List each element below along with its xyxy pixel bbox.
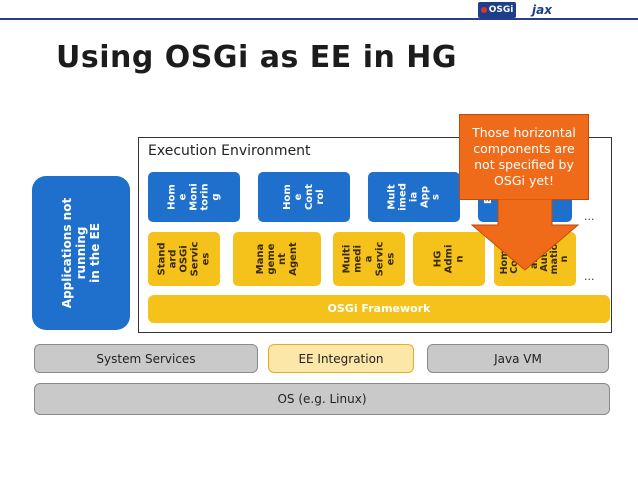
osgi-logo: OSGi bbox=[478, 2, 516, 18]
system-services-label: System Services bbox=[96, 351, 196, 366]
osgi-framework-label: OSGi Framework bbox=[327, 302, 431, 315]
middle-row-ellipsis: ... bbox=[584, 270, 595, 283]
ee-integration-label: EE Integration bbox=[298, 351, 384, 366]
os-label: OS (e.g. Linux) bbox=[277, 392, 367, 406]
jax-logo: jax bbox=[532, 3, 552, 17]
top-divider-line bbox=[0, 18, 638, 20]
callout-arrow-icon bbox=[470, 199, 580, 271]
logo-dot-icon bbox=[480, 6, 487, 13]
callout-text: Those horizontal components are not spec… bbox=[472, 125, 576, 188]
callout-box: Those horizontal components are not spec… bbox=[459, 114, 589, 200]
top-row-ellipsis: ... bbox=[584, 210, 595, 223]
applications-not-in-ee-box: Applications not running in the EE bbox=[32, 176, 130, 330]
java-vm-box: Java VM bbox=[427, 344, 609, 373]
system-services-box: System Services bbox=[34, 344, 258, 373]
applications-not-in-ee-label: Applications not running in the EE bbox=[60, 197, 102, 309]
slide-title: Using OSGi as EE in HG bbox=[56, 40, 458, 75]
os-box: OS (e.g. Linux) bbox=[34, 383, 610, 415]
execution-environment-label: Execution Environment bbox=[148, 143, 311, 159]
java-vm-label: Java VM bbox=[494, 351, 542, 366]
osgi-framework-bar: OSGi Framework bbox=[148, 295, 610, 323]
ee-integration-box: EE Integration bbox=[268, 344, 414, 373]
